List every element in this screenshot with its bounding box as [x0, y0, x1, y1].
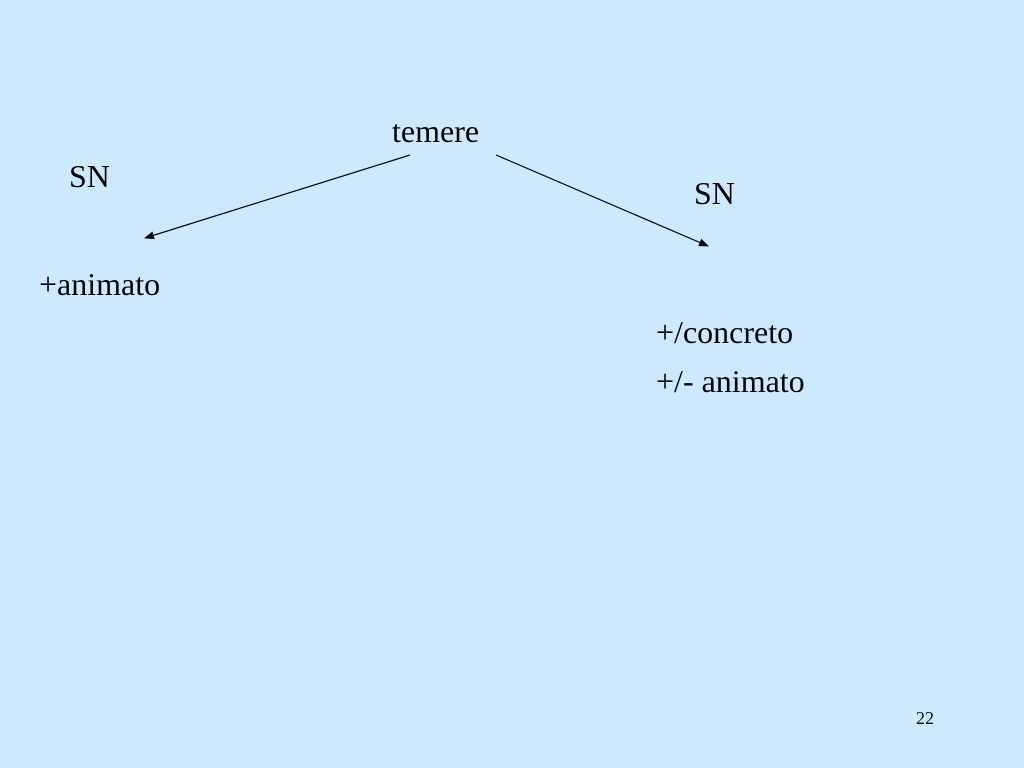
right-arrow — [495, 154, 709, 247]
slide-number: 22 — [916, 708, 934, 728]
left-feature-label: +animato — [39, 266, 161, 302]
root-verb-label: temere — [392, 113, 480, 149]
left-arrow — [144, 154, 411, 240]
right-sn-label: SN — [694, 175, 735, 211]
left-sn-label: SN — [69, 158, 110, 194]
right-feature-concreto: +/concreto — [656, 314, 794, 350]
right-feature-animato: +/- animato — [656, 363, 805, 399]
